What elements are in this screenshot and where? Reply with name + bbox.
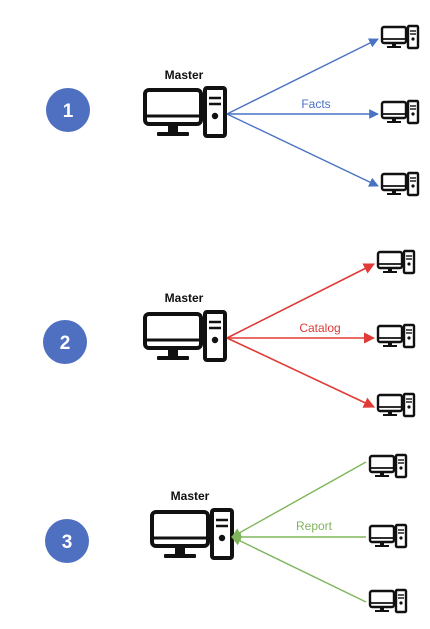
master-computer-icon: [150, 508, 234, 560]
agent-computer-icon: [380, 24, 420, 50]
agent-computer-icon: [368, 523, 408, 549]
flow-label: Facts: [301, 97, 330, 111]
flow-label: Report: [296, 519, 333, 533]
master-computer-icon: [143, 86, 227, 138]
connection-arrow: [226, 263, 376, 339]
connection-arrow: [226, 337, 376, 408]
connection-lines: [226, 263, 376, 408]
agent-computer-icon: [380, 99, 420, 125]
agent-computer-icon: [368, 453, 408, 479]
connection-arrow: [226, 113, 379, 187]
connection-lines: [231, 461, 367, 603]
agent-computer-icon: [376, 392, 416, 418]
step-badge-2: 2: [43, 320, 87, 364]
agent-computer-icon: [380, 171, 420, 197]
connection-arrow: [231, 461, 367, 538]
master-computer-icon: [143, 310, 227, 362]
step-number: 2: [60, 333, 71, 354]
master-label: Master: [165, 291, 204, 305]
panel-3: 3 Master Report: [45, 453, 408, 614]
agent-computer-icon: [376, 249, 416, 275]
step-number: 3: [62, 532, 73, 553]
panel-2: 2 Master Catalog: [43, 249, 416, 418]
agent-computer-icon: [376, 323, 416, 349]
master-label: Master: [165, 68, 204, 82]
step-badge-3: 3: [45, 519, 89, 563]
master-label: Master: [171, 489, 210, 503]
panel-1: 1 Master Facts: [46, 24, 420, 197]
step-badge-1: 1: [46, 88, 90, 132]
agent-computer-icon: [368, 588, 408, 614]
connection-arrow: [231, 536, 367, 603]
connection-lines: [226, 38, 379, 187]
connection-arrow: [226, 38, 379, 115]
step-number: 1: [63, 101, 74, 122]
flow-label: Catalog: [299, 321, 340, 335]
